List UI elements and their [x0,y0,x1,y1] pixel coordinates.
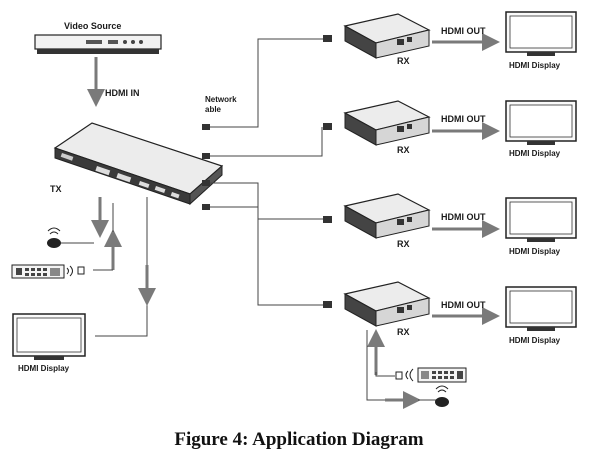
tx-device-icon [53,122,224,206]
ir-emitter-icon [47,227,94,248]
rx-device-3-icon [343,193,431,239]
network-port-1-icon [202,124,210,130]
rx-display-1-label: HDMI Display [509,61,561,70]
rx-ir-emitter-icon [435,385,449,407]
video-source-device-icon [34,34,162,54]
rx-device-2-icon [343,100,431,146]
rx-4-label: RX [397,327,410,337]
local-display-icon [12,313,86,360]
hdmi-out-2-label: HDMI OUT [441,114,486,124]
hdmi-out-1-label: HDMI OUT [441,26,486,36]
rx-2-label: RX [397,145,410,155]
rx-device-4-icon [343,281,431,327]
rx-display-3-icon [505,197,577,242]
tx-label: TX [50,184,62,194]
rx-display-3-label: HDMI Display [509,247,561,256]
hdmi-out-4-label: HDMI OUT [441,300,486,310]
local-display-label: HDMI Display [18,364,70,373]
figure-caption: Figure 4: Application Diagram [174,429,424,450]
rx-display-2-icon [505,100,577,145]
video-source-label: Video Source [64,21,122,31]
network-label-line2: able [205,105,222,114]
hdmi-in-label: HDMI IN [105,88,140,98]
rx-3-label: RX [397,239,410,249]
network-cables [202,35,332,308]
hdmi-out-3-label: HDMI OUT [441,212,486,222]
rx-display-4-icon [505,286,577,331]
network-port-2-icon [202,153,210,159]
rx-device-1-icon [343,13,431,59]
network-label-line1: Network [205,95,237,104]
network-port-4-icon [202,204,210,210]
rx-display-4-label: HDMI Display [509,336,561,345]
rx-1-label: RX [397,56,410,66]
rx-display-1-icon [505,11,577,56]
rx-display-2-label: HDMI Display [509,149,561,158]
rx-remote-control-icon [395,367,467,383]
network-port-3-icon [202,180,210,186]
remote-control-icon [11,264,85,279]
